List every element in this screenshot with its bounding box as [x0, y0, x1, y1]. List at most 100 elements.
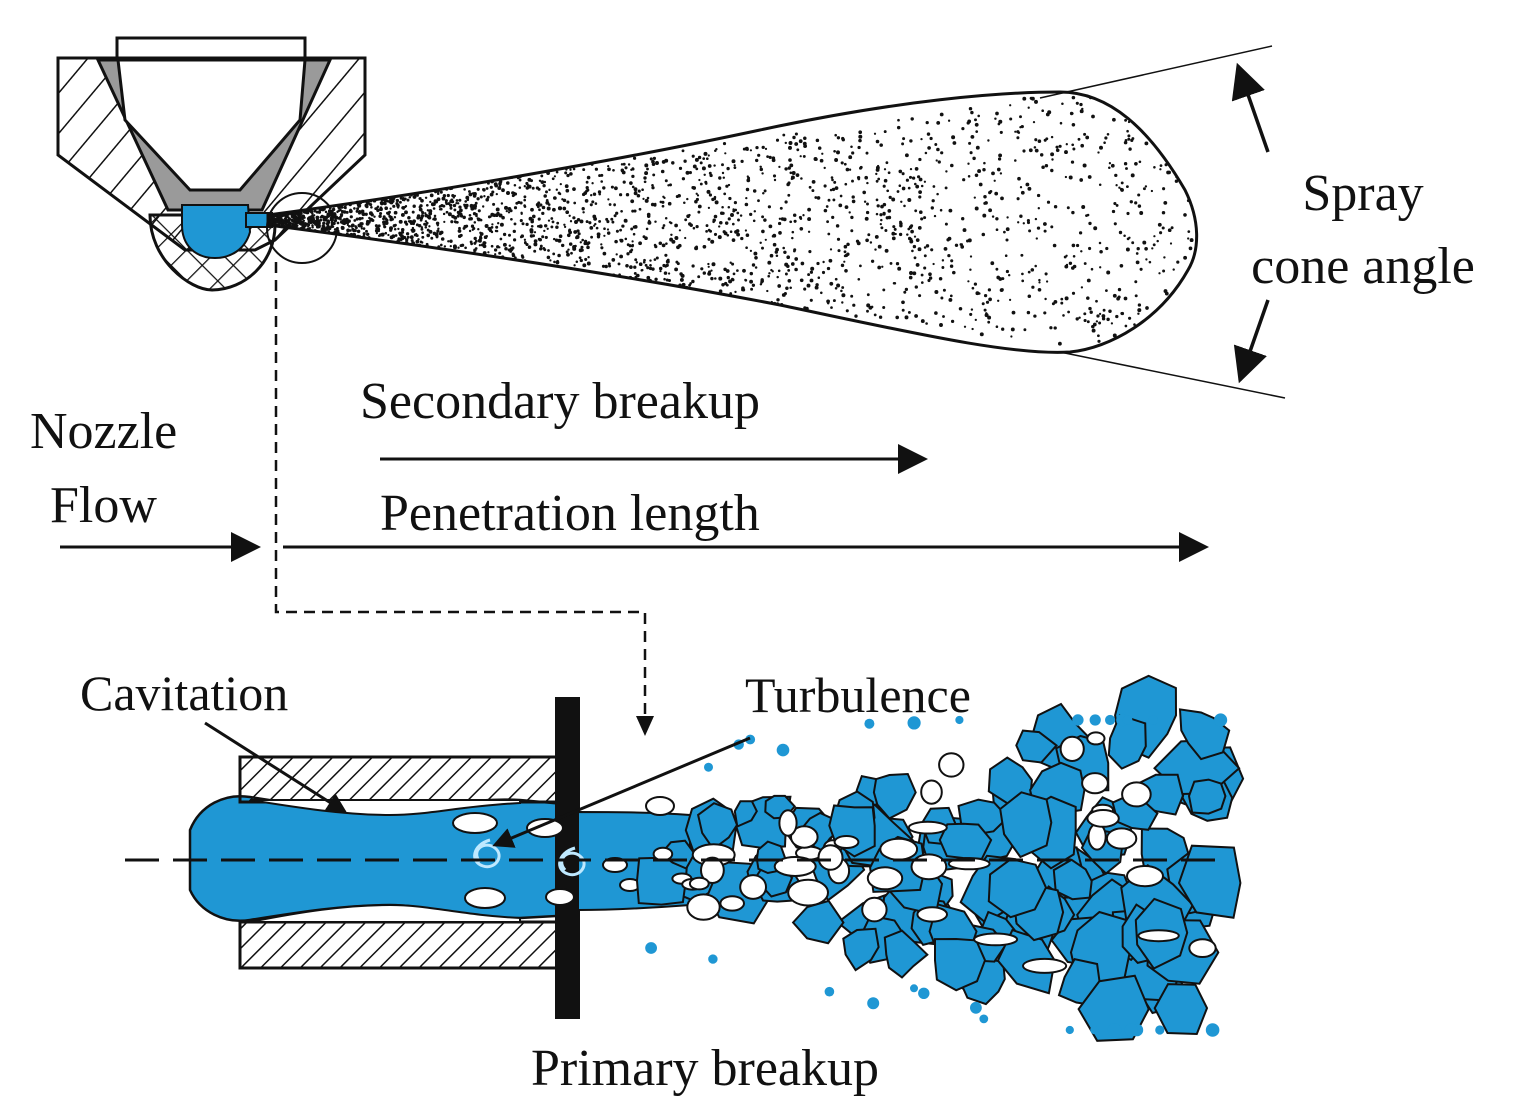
spray-droplet: [901, 308, 905, 312]
spray-droplet: [1112, 117, 1116, 122]
spray-droplet: [714, 277, 717, 280]
spray-droplet: [530, 224, 534, 228]
spray-droplet: [1078, 231, 1083, 235]
spray-droplet: [321, 228, 326, 232]
small-droplet: [1205, 1023, 1220, 1037]
spray-droplet: [504, 246, 508, 251]
spray-droplet: [552, 252, 556, 256]
spray-droplet: [796, 148, 800, 152]
spray-droplet: [356, 203, 360, 207]
spray-droplet: [661, 204, 665, 208]
spray-droplet: [875, 172, 878, 176]
spray-droplet: [777, 284, 782, 288]
spray-droplet: [750, 287, 754, 291]
spray-droplet: [928, 272, 932, 277]
spray-droplet: [826, 299, 830, 304]
spray-droplet: [613, 214, 617, 218]
spray-droplet: [321, 224, 326, 229]
spray-droplet: [440, 237, 445, 241]
spray-droplet: [744, 146, 749, 151]
primary-breakup-detail: [125, 674, 1245, 1042]
spray-droplet: [329, 218, 334, 222]
spray-droplet: [511, 252, 515, 256]
spray-droplet: [898, 184, 902, 187]
spray-droplet: [603, 227, 606, 231]
spray-droplet: [786, 182, 790, 187]
spray-droplet: [701, 166, 706, 171]
spray-droplet: [851, 195, 855, 199]
vapor-bubble: [1126, 865, 1164, 888]
spray-droplet: [565, 210, 570, 215]
spray-droplet: [995, 228, 999, 232]
spray-droplet: [1126, 211, 1130, 216]
spray-droplet: [644, 163, 649, 168]
spray-droplet: [930, 248, 934, 252]
vapor-bubble: [1121, 781, 1152, 808]
vapor-bubble: [833, 835, 860, 849]
spray-droplet: [1102, 308, 1106, 312]
spray-droplet: [880, 218, 883, 222]
spray-droplet: [958, 306, 963, 311]
spray-droplet: [914, 209, 918, 213]
spray-droplet: [1005, 238, 1009, 242]
spray-droplet: [449, 206, 453, 210]
spray-droplet: [839, 194, 843, 198]
spray-droplet: [569, 168, 572, 171]
spray-droplet: [446, 193, 450, 198]
spray-droplet: [941, 266, 945, 269]
spray-droplet: [1071, 291, 1076, 295]
vapor-bubble: [920, 779, 943, 805]
spray-droplet: [683, 159, 687, 163]
spray-droplet: [581, 238, 584, 242]
spray-droplet: [910, 229, 914, 234]
spray-droplet: [646, 167, 649, 171]
spray-droplet: [1061, 102, 1064, 105]
turbulence-vortex: [473, 838, 501, 869]
spray-droplet: [736, 211, 740, 215]
spray-droplet: [915, 262, 920, 267]
spray-droplet: [731, 159, 736, 164]
spray-droplet: [458, 226, 461, 230]
spray-droplet: [320, 233, 324, 236]
spray-droplet: [531, 214, 536, 219]
spray-droplet: [751, 263, 756, 267]
spray-droplet: [767, 205, 772, 209]
spray-droplet: [581, 207, 585, 211]
spray-droplet: [404, 197, 407, 201]
spray-droplet: [453, 245, 457, 250]
spray-droplet: [436, 197, 441, 202]
spray-droplet: [1131, 137, 1135, 140]
spray-droplet: [729, 292, 733, 295]
spray-droplet: [715, 148, 718, 151]
spray-droplet: [400, 230, 405, 234]
spray-droplet: [381, 232, 385, 236]
spray-droplet: [1072, 147, 1076, 151]
spray-droplet: [728, 279, 733, 284]
spray-droplet: [579, 241, 582, 244]
spray-droplet: [407, 215, 411, 220]
spray-droplet: [915, 238, 920, 242]
spray-droplet: [631, 174, 635, 179]
vapor-bubble: [739, 874, 767, 900]
spray-droplet: [340, 225, 344, 229]
spray-droplet: [1087, 175, 1092, 179]
spray-droplet: [418, 207, 423, 212]
spray-droplet: [566, 252, 570, 257]
spray-droplet: [1060, 301, 1064, 305]
spray-droplet: [967, 238, 972, 243]
spray-droplet: [920, 281, 924, 284]
spray-droplet: [898, 169, 903, 174]
spray-droplet: [426, 244, 429, 247]
spray-droplet: [1026, 310, 1031, 315]
spray-droplet: [973, 282, 978, 286]
spray-droplet: [803, 144, 808, 149]
spray-droplet: [963, 325, 967, 328]
spray-droplet: [749, 212, 753, 217]
spray-droplet: [1025, 182, 1030, 187]
spray-droplet: [311, 217, 316, 222]
spray-droplet: [538, 208, 541, 212]
spray-droplet: [442, 212, 446, 216]
spray-droplet: [1137, 193, 1141, 197]
spray-droplet: [604, 264, 608, 269]
spray-droplet: [1101, 314, 1106, 318]
